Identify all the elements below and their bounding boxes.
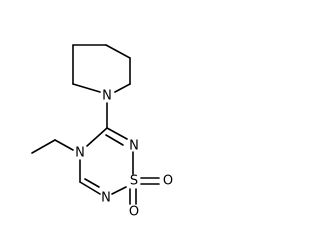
atom-oxygen-bottom: O [129,205,139,220]
atom-n-ring-left: N [75,146,85,161]
bond-n6-c5-double [84,178,100,188]
atom-sulfur: S [130,174,138,189]
sulfonyl-group [129,177,160,205]
bond-n4-c3 [86,127,108,147]
thiadiazine-ring [79,127,134,195]
atom-n-piperidine: N [102,89,112,104]
atom-oxygen-right: O [163,174,173,189]
ethyl-group [31,139,74,154]
bond-n6-c5 [79,181,101,195]
bond-c3-n2-double [105,134,124,146]
atom-n-ring-right: N [129,139,139,154]
atom-n-ring-bottom: N [101,191,111,206]
bond-s1-n6 [111,186,127,195]
molecule-structure: N N N N S O O [31,44,173,220]
bond-pip-5 [72,83,101,93]
bond-pip-4 [114,83,131,93]
bond-pip-2 [105,44,131,59]
bond-n4-ch2 [54,139,74,151]
bond-ch2-ch3 [31,139,56,154]
bond-c3-n2 [106,127,128,140]
piperidine-ring [72,44,131,93]
